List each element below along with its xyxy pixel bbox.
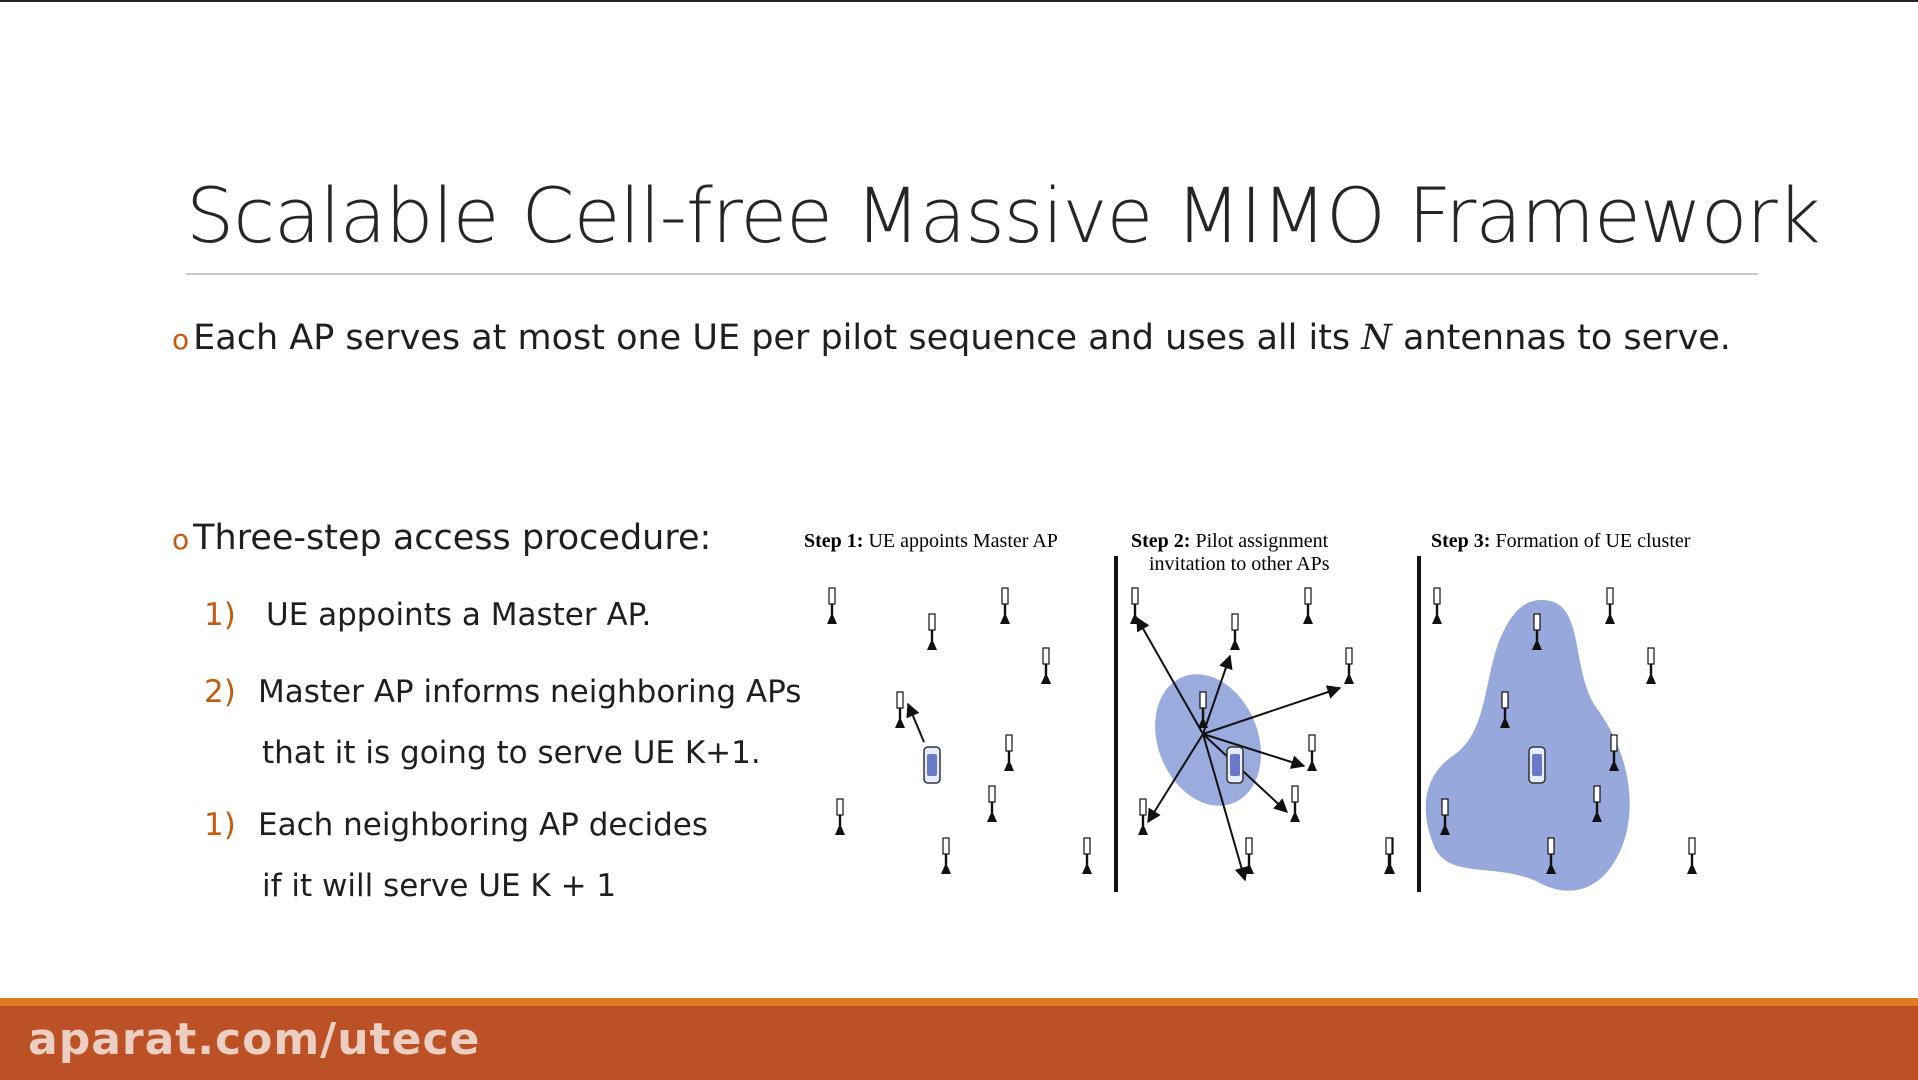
ap-antenna-icon [1081, 837, 1093, 875]
ue-cluster-region [1425, 599, 1630, 891]
ap-antenna-icon [1289, 785, 1301, 823]
ap-antenna-icon [1431, 587, 1443, 625]
ap-antenna-icon [1343, 647, 1355, 685]
ap-antenna-icon [940, 837, 952, 875]
slide-title: Scalable Cell-free Massive MIMO Framewor… [186, 171, 1821, 260]
step-1-number: 1) [204, 597, 236, 633]
ap-antenna-icon [894, 691, 906, 729]
ap-antenna-icon [1003, 734, 1015, 772]
panel-2 [1129, 587, 1396, 882]
ap-antenna-icon [1645, 647, 1657, 685]
title-divider [186, 273, 1758, 275]
bullet-text: Three-step access procedure: [193, 518, 712, 558]
ap-antenna-icon [986, 785, 998, 823]
ap-antenna-icon [1040, 647, 1052, 685]
ap-antenna-icon [1137, 798, 1149, 836]
step-2-text-line1: Master AP informs neighboring APs [258, 674, 802, 710]
step-2-number: 2) [204, 674, 236, 710]
ue-device-icon [1528, 746, 1546, 784]
ap-antenna-icon [1686, 837, 1698, 875]
invitation-arrows [1136, 616, 1342, 882]
ap-antenna-icon [1129, 587, 1141, 625]
bullet-text-after: antennas to serve. [1391, 318, 1731, 358]
ue-device-icon [923, 746, 941, 784]
bullet-text-before: Each AP serves at most one UE per pilot … [193, 318, 1362, 358]
ap-antenna-icon [999, 587, 1011, 625]
arrow-to-master-ap [906, 702, 925, 743]
access-procedure-figure: Step 1: UE appoints Master AP Step 2: Pi… [804, 530, 1698, 892]
footer-bar [0, 1006, 1918, 1080]
ap-antenna-icon [1229, 613, 1241, 651]
ap-antenna-icon [1306, 734, 1318, 772]
bullet-marker: o [172, 323, 190, 356]
panel-2-caption: Step 2: Pilot assignment [1131, 530, 1329, 552]
bullet-marker: o [172, 523, 190, 556]
ap-antenna-icon [926, 613, 938, 651]
panel-3-caption: Step 3: Formation of UE cluster [1431, 530, 1691, 552]
step-2-text-line2: that it is going to serve UE K+1. [262, 735, 761, 771]
step-3-text-line1: Each neighboring AP decides [258, 807, 709, 843]
panel-1 [826, 587, 1093, 875]
ap-antenna-icon [826, 587, 838, 625]
ap-antenna-icon [834, 798, 846, 836]
panel-2-caption-line2: invitation to other APs [1149, 553, 1330, 575]
panel-1-caption: Step 1: UE appoints Master AP [804, 530, 1058, 552]
footer-accent-stripe [0, 998, 1918, 1006]
ap-antenna-icon [1302, 587, 1314, 625]
step-3-number: 1) [204, 807, 236, 843]
step-1-text: UE appoints a Master AP. [266, 597, 652, 633]
watermark-text: aparat.com/utece [28, 1014, 481, 1065]
panel-3 [1383, 587, 1698, 891]
ue-device-icon [1226, 746, 1244, 784]
ap-antenna-icon [1243, 837, 1255, 875]
ap-antenna-icon [1604, 587, 1616, 625]
step-3-text-line2: if it will serve UE K + 1 [262, 868, 617, 904]
top-border [0, 0, 1918, 2]
math-n: N [1361, 318, 1392, 358]
